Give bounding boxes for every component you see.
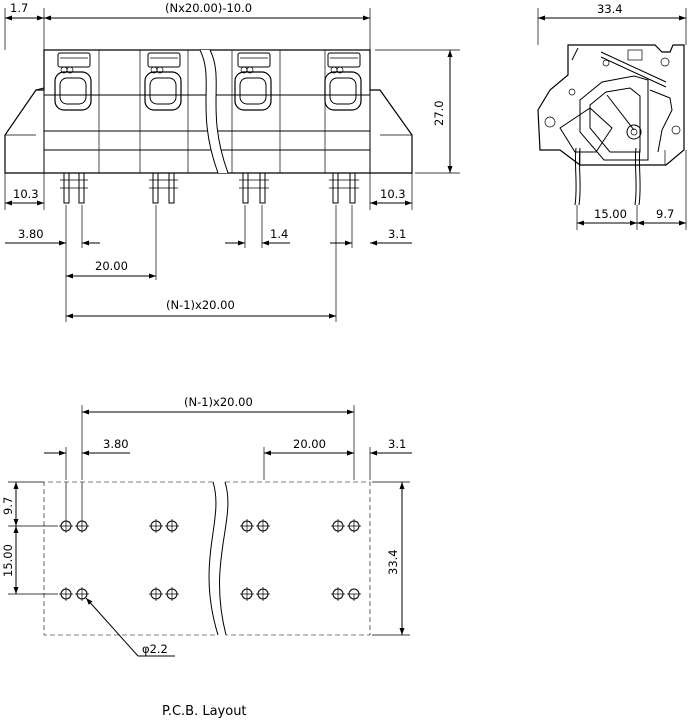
dim-pin-width: 1.4 bbox=[270, 227, 288, 241]
side-view: 33.4 15.00 9.7 bbox=[537, 2, 687, 230]
front-view: 1.7 (Nx20.00)-10.0 bbox=[4, 1, 460, 322]
dim-left-overhang: 10.3 bbox=[13, 187, 39, 201]
pcb-layout-caption: P.C.B. Layout bbox=[162, 704, 247, 719]
pcb-dim-pin-offset: 3.80 bbox=[103, 437, 129, 451]
dim-right-pin-offset: 3.1 bbox=[388, 227, 406, 241]
dim-depth: 33.4 bbox=[597, 2, 623, 16]
dim-height: 27.0 bbox=[432, 100, 446, 126]
lever-4 bbox=[324, 52, 362, 111]
dim-row-spacing: 15.00 bbox=[594, 207, 627, 221]
pcb-dim-top-offset: 9.7 bbox=[1, 497, 15, 515]
pcb-dim-right-offset: 3.1 bbox=[388, 437, 406, 451]
dim-span: (N-1)x20.00 bbox=[166, 298, 235, 312]
side-body-outline bbox=[537, 44, 685, 166]
pcb-board-outline bbox=[43, 481, 218, 636]
pcb-dim-pitch: 20.00 bbox=[293, 437, 326, 451]
dim-rear-offset: 9.7 bbox=[656, 207, 674, 221]
pcb-dim-span: (N-1)x20.00 bbox=[184, 395, 253, 409]
lever-2 bbox=[144, 52, 182, 111]
pcb-dim-row-spacing: 15.00 bbox=[1, 544, 15, 577]
dim-pitch: 20.00 bbox=[95, 259, 128, 273]
pcb-dim-hole-diameter: φ2.2 bbox=[142, 642, 168, 656]
dim-top-left: 1.7 bbox=[10, 1, 28, 15]
dim-pin-offset: 3.80 bbox=[18, 227, 44, 241]
pcb-layout: (N-1)x20.00 3.80 20.00 3.1 9.7 15.00 33.… bbox=[1, 395, 412, 719]
pcb-dim-depth: 33.4 bbox=[386, 549, 400, 575]
dim-top-overall: (Nx20.00)-10.0 bbox=[165, 1, 252, 15]
lever-3 bbox=[234, 52, 272, 111]
dim-right-overhang: 10.3 bbox=[380, 187, 406, 201]
pcb-holes bbox=[59, 482, 361, 601]
pins bbox=[60, 172, 359, 204]
lever-1 bbox=[54, 52, 92, 111]
